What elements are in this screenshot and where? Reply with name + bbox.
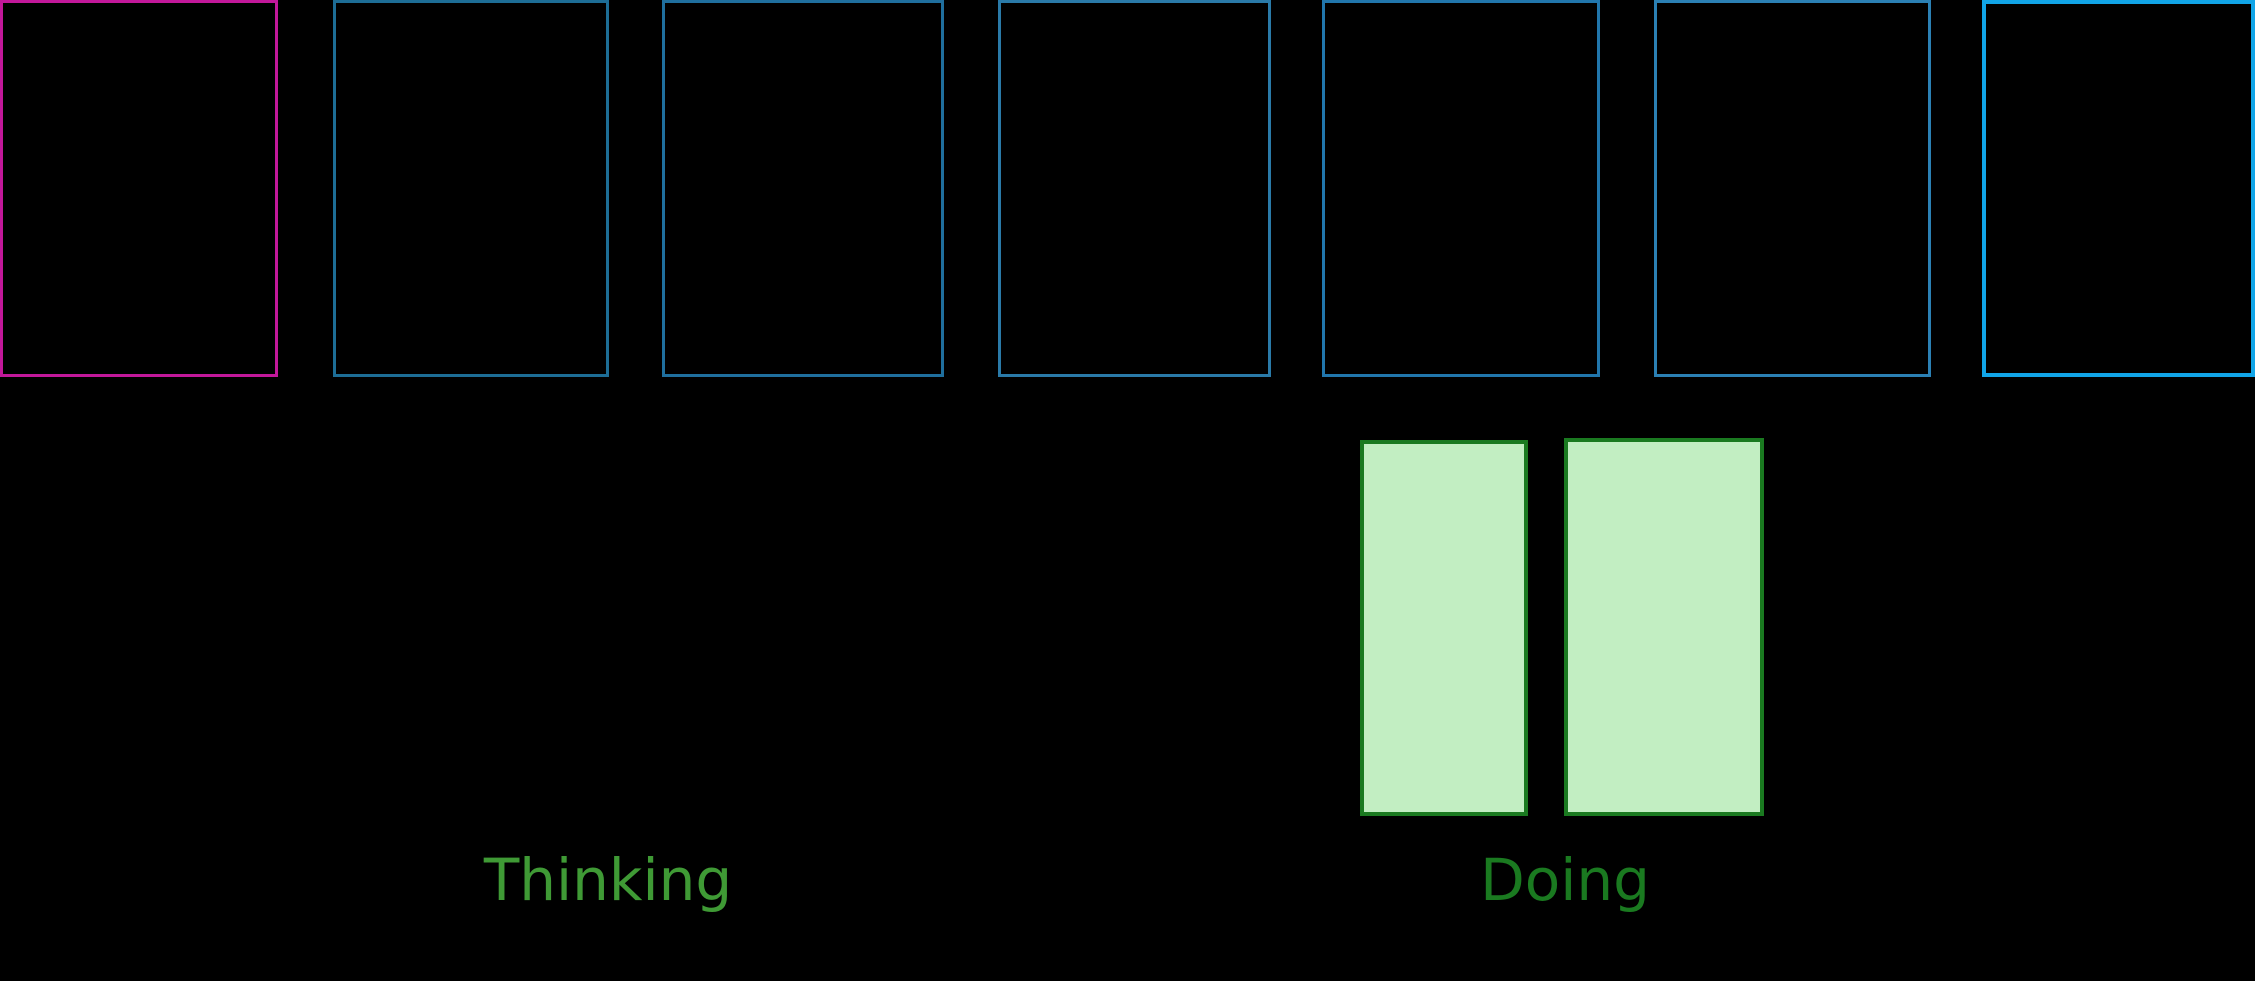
thinking-box-2[interactable]	[565, 437, 662, 816]
doing-box-1[interactable]	[1360, 440, 1528, 816]
top-row-box-1[interactable]	[0, 0, 278, 377]
top-row-box-2[interactable]	[333, 0, 609, 377]
top-row-box-4[interactable]	[998, 0, 1271, 377]
doing-group-label: Doing	[1480, 846, 1650, 914]
thinking-group-label: Thinking	[483, 846, 733, 914]
doing-box-2[interactable]	[1564, 438, 1764, 816]
top-row-box-5[interactable]	[1322, 0, 1600, 377]
top-row-box-7[interactable]	[1982, 0, 2255, 377]
thinking-box-1[interactable]	[332, 439, 429, 816]
thinking-box-3[interactable]	[862, 440, 912, 816]
top-row-box-6[interactable]	[1654, 0, 1931, 377]
top-row-box-3[interactable]	[662, 0, 944, 377]
